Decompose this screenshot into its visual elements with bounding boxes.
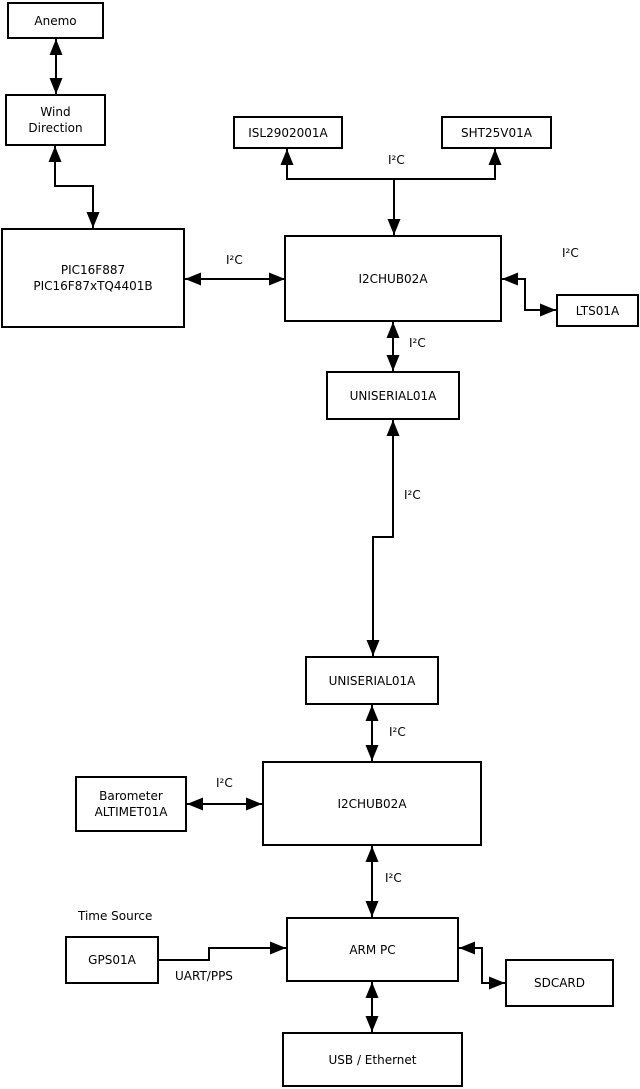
edge-label-uart-pps: UART/PPS — [175, 969, 233, 983]
edge-i2chub-top-lts — [502, 272, 556, 317]
node-uniserial01a-bottom: UNISERIAL01A — [305, 656, 439, 705]
edge-label-i2c-barometer-hub2: I²C — [216, 776, 233, 790]
node-uniserial01a-top: UNISERIAL01A — [326, 371, 460, 420]
node-anemo: Anemo — [7, 2, 104, 39]
edge-label-i2c-uniserial-hub2: I²C — [389, 725, 406, 739]
node-i2chub02a-bottom: I2CHUB02A — [262, 761, 482, 846]
node-gps01a: GPS01A — [65, 936, 159, 984]
node-sdcard: SDCARD — [505, 959, 614, 1007]
node-sht25v01a: SHT25V01A — [441, 116, 552, 149]
node-usb-ethernet: USB / Ethernet — [282, 1032, 463, 1087]
edge-winddirection-pic — [48, 146, 100, 228]
node-isl2902001a: ISL2902001A — [233, 116, 343, 149]
edge-label-i2c-uniserial-link: I²C — [404, 488, 421, 502]
edge-label-i2c-hub-uniserial: I²C — [409, 336, 426, 350]
edge-label-time-source: Time Source — [78, 909, 153, 923]
edge-bus-isl-sht — [280, 149, 502, 180]
node-wind-direction: Wind Direction — [5, 94, 106, 146]
node-i2chub02a-top: I2CHUB02A — [284, 235, 502, 322]
edge-label-i2c-hub2-armpc: I²C — [385, 871, 402, 885]
node-lts01a: LTS01A — [556, 294, 639, 327]
node-barometer-altimet01a: Barometer ALTIMET01A — [75, 776, 187, 832]
edge-armpc-sdcard — [459, 941, 505, 990]
edge-label-i2c-bus-top: I²C — [388, 153, 405, 167]
edge-gps-armpc — [159, 941, 286, 961]
node-pic16f887: PIC16F887 PIC16F87xTQ4401B — [1, 228, 185, 328]
node-arm-pc: ARM PC — [286, 917, 459, 982]
edge-label-i2c-pic-hub: I²C — [226, 253, 243, 267]
edge-label-i2c-hub-lts: I²C — [562, 246, 579, 260]
edge-uniserial-top-uniserial-bottom — [366, 420, 400, 656]
